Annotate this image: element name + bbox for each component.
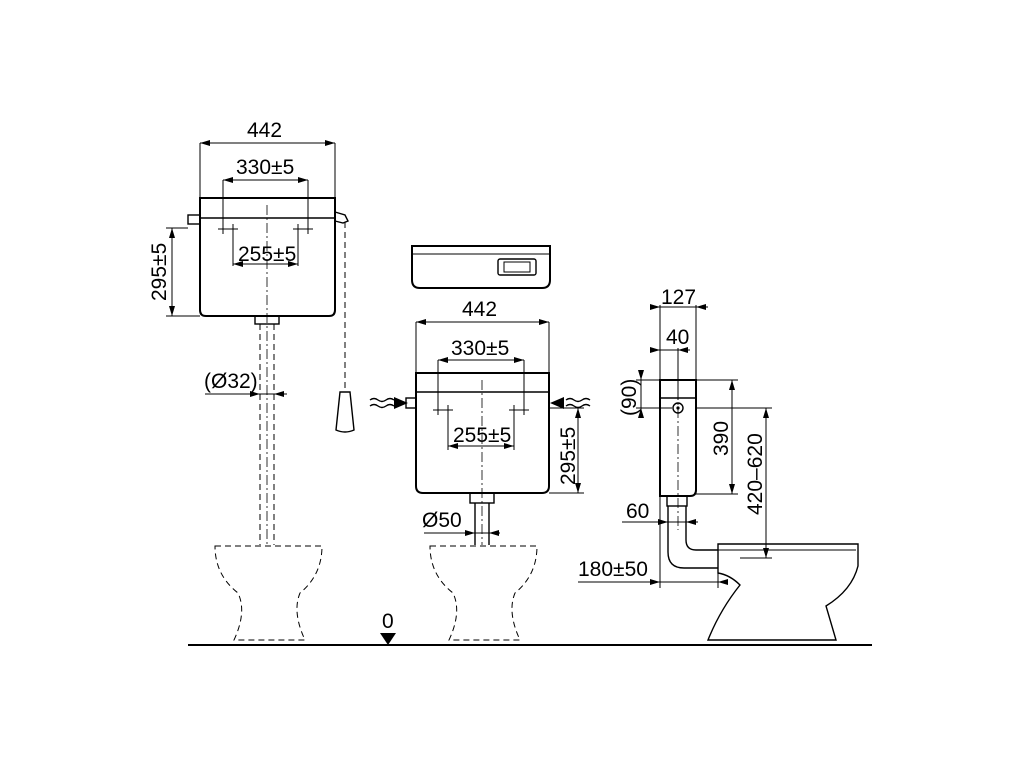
cistern-lid-top-view: [411, 245, 551, 289]
low-pipe-diameter-label: Ø50: [422, 509, 462, 532]
low-inner-spacing-label: 255±5: [453, 424, 511, 447]
side-flush-pipe: [667, 506, 718, 569]
side-wc-bowl: [706, 543, 859, 641]
side-depth-label: 127: [661, 286, 696, 309]
high-wc-bowl: [214, 545, 323, 641]
high-cistern-body: [199, 197, 336, 317]
side-bowl-distance-label: 180±50: [578, 558, 648, 581]
flush-button: [497, 258, 537, 276]
left-water-inlet: [369, 397, 395, 409]
high-inner-spacing-label: 255±5: [238, 243, 296, 266]
right-water-inlet: [565, 397, 591, 409]
floor-level-marker: [380, 633, 396, 645]
high-width-label: 442: [247, 119, 282, 142]
high-fixing-spacing-label: 330±5: [236, 156, 294, 179]
high-pipe-diameter-label: (Ø32): [204, 370, 258, 393]
high-height-label: 295±5: [148, 243, 171, 301]
side-view-group: 127 40 (90) 390 420–620 60: [578, 286, 859, 641]
side-cistern-body: [659, 379, 697, 497]
pull-handle: [335, 391, 355, 433]
low-cistern-body: [415, 372, 550, 494]
side-top-offset-label: (90): [618, 379, 641, 416]
side-offset-label: 40: [666, 326, 689, 349]
low-cistern-group: 442 330±5 255±5 295±5 Ø50: [369, 245, 591, 641]
side-bowl-height-label: 420–620: [744, 433, 767, 515]
high-cistern-group: 442 330±5 255±5 295±5 (Ø32): [148, 119, 355, 641]
low-height-label: 295±5: [557, 427, 580, 485]
floor-level-label: 0: [382, 610, 394, 633]
low-fixing-spacing-label: 330±5: [451, 337, 509, 360]
low-wc-bowl: [429, 545, 538, 641]
side-cistern-height-label: 390: [710, 421, 733, 456]
side-pipe-offset-label: 60: [626, 500, 649, 523]
low-width-label: 442: [462, 298, 497, 321]
